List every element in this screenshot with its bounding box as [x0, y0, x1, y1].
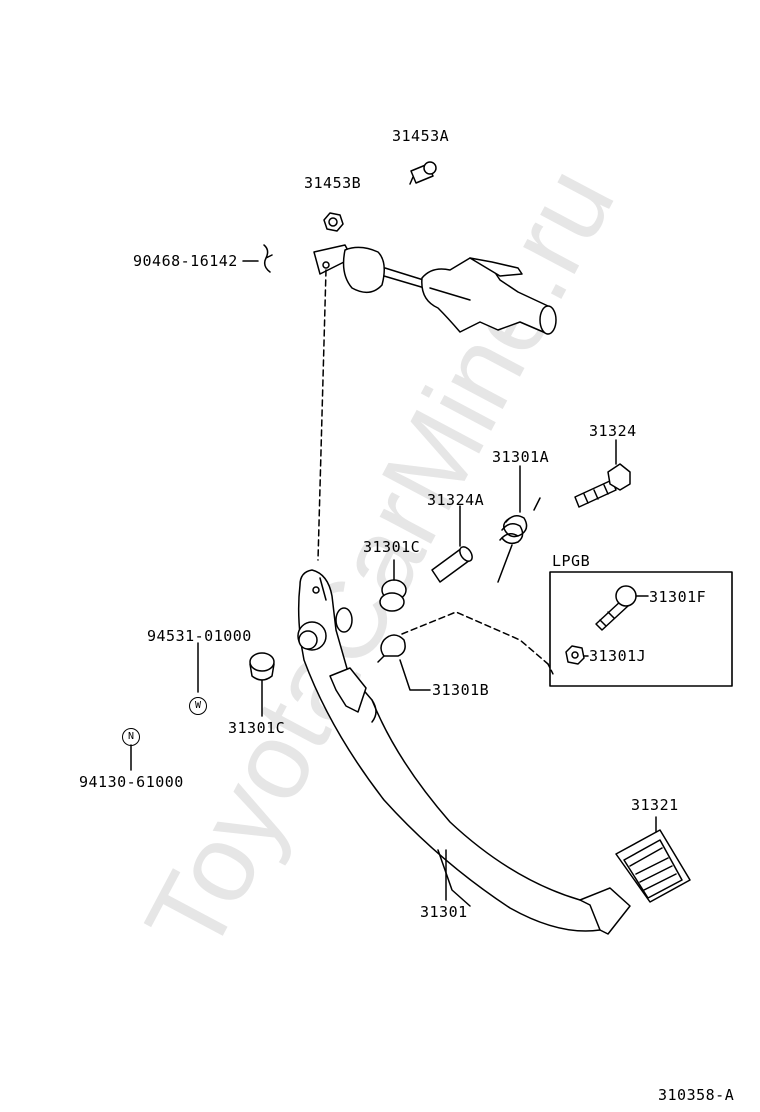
callout-31324: 31324	[589, 422, 637, 440]
clip-90468	[242, 244, 273, 273]
inset-box-lpgb	[547, 571, 733, 687]
callout-94531-01000: 94531-01000	[147, 627, 252, 645]
callout-90468-16142: 90468-16142	[133, 252, 238, 270]
callout-31301C-upper: 31301C	[363, 538, 421, 556]
spring-31301A	[497, 465, 541, 583]
callout-31301: 31301	[420, 903, 468, 921]
marker-n: N	[122, 728, 140, 746]
callout-31301A: 31301A	[492, 448, 550, 466]
marker-w: W	[189, 697, 207, 715]
callout-31301F: 31301F	[649, 588, 707, 606]
collar-31324A	[431, 505, 473, 583]
callout-31321: 31321	[631, 796, 679, 814]
callout-31301J: 31301J	[589, 647, 647, 665]
stopper-31301B	[377, 611, 549, 691]
pin-31453A	[409, 161, 437, 185]
callout-31324A: 31324A	[427, 491, 485, 509]
guide-line-clevis	[317, 269, 327, 561]
bolt-31324	[574, 439, 631, 508]
bushing-31301C-upper	[379, 559, 407, 612]
pedal-arm-31301	[297, 569, 631, 935]
master-cylinder	[313, 244, 557, 335]
bushing-31301C-lower	[249, 652, 275, 717]
callout-31453B: 31453B	[304, 174, 362, 192]
figure-code: 310358-A	[658, 1086, 735, 1104]
callout-31301B: 31301B	[432, 681, 490, 699]
callout-94130-61000: 94130-61000	[79, 773, 184, 791]
callout-31453A: 31453A	[392, 127, 450, 145]
inset-title: LPGB	[552, 552, 591, 570]
callout-31301C-lower: 31301C	[228, 719, 286, 737]
nut-31453B	[323, 212, 344, 232]
pedal-pad-31321	[615, 816, 691, 903]
